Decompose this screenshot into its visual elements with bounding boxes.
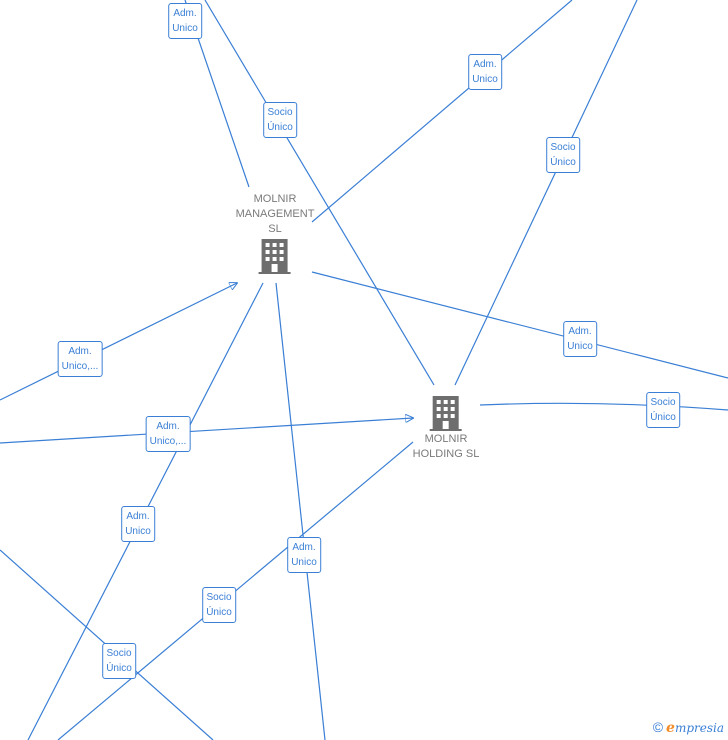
edge-label-type: Unico [567, 341, 593, 352]
node-name-line: SL [268, 223, 282, 235]
edge-label-type: Único [267, 122, 293, 133]
edge-label[interactable]: Adm. Unico,... [57, 341, 103, 377]
company-node-molnir-holding[interactable]: MOLNIR HOLDING SL [412, 394, 480, 462]
edge-label-role: Adm. [126, 511, 150, 522]
edge-label-role: Socio [550, 142, 576, 153]
edge-label-type: Unico [172, 23, 198, 34]
edge-label-role: Adm. [173, 8, 197, 19]
edge-label-type: Unico,... [61, 361, 99, 372]
edge-label-type: Unico [291, 557, 317, 568]
edge-label-type: Único [106, 663, 132, 674]
edge-label-role: Adm. [156, 421, 180, 432]
edge-label-type: Único [206, 607, 232, 618]
building-icon [429, 396, 462, 431]
edge-label[interactable]: Adm. Unico [468, 54, 502, 90]
building-icon [259, 239, 291, 274]
edge [204, 0, 435, 386]
edge-label-type: Unico,... [149, 436, 187, 447]
edge [275, 282, 326, 740]
edge [454, 0, 638, 386]
edge-label[interactable]: Adm. Unico,... [145, 416, 191, 452]
edge-label-role: Adm. [292, 542, 316, 553]
edge [479, 402, 728, 411]
edge-label[interactable]: Adm. Unico [168, 3, 202, 39]
node-name-line: HOLDING SL [412, 448, 480, 460]
edge-label-role: Socio [267, 107, 293, 118]
edge-label-type: Único [550, 157, 576, 168]
node-name-line: MOLNIR [424, 433, 468, 445]
edge-label[interactable]: Adm. Unico [563, 321, 597, 357]
company-node-molnir-management[interactable]: MOLNIR MANAGEMENT SL [235, 192, 315, 275]
footer-brand: ©empresia [653, 719, 724, 736]
edge-label-role: Socio [650, 397, 676, 408]
edge [311, 271, 728, 379]
edge [311, 0, 573, 223]
edge-label-role: Adm. [473, 59, 497, 70]
edge-label-role: Adm. [568, 326, 592, 337]
edge-label-role: Socio [106, 648, 132, 659]
node-name-line: MANAGEMENT [235, 208, 315, 220]
edge-label-role: Socio [206, 592, 232, 603]
edge-label[interactable]: Adm. Unico [121, 506, 155, 542]
edge-label[interactable]: Adm. Unico [287, 537, 321, 573]
edge-label-type: Unico [472, 74, 498, 85]
edge [0, 283, 237, 401]
edge-label-type: Unico [125, 526, 151, 537]
edge [0, 418, 413, 444]
edge-label-role: Adm. [68, 346, 92, 357]
brand-logo-text: mpresia [674, 721, 724, 735]
brand-logo-e: e [666, 720, 675, 736]
node-name-line: MOLNIR [253, 193, 297, 205]
edge-label-type: Único [650, 412, 676, 423]
copyright-symbol: © [652, 719, 664, 735]
